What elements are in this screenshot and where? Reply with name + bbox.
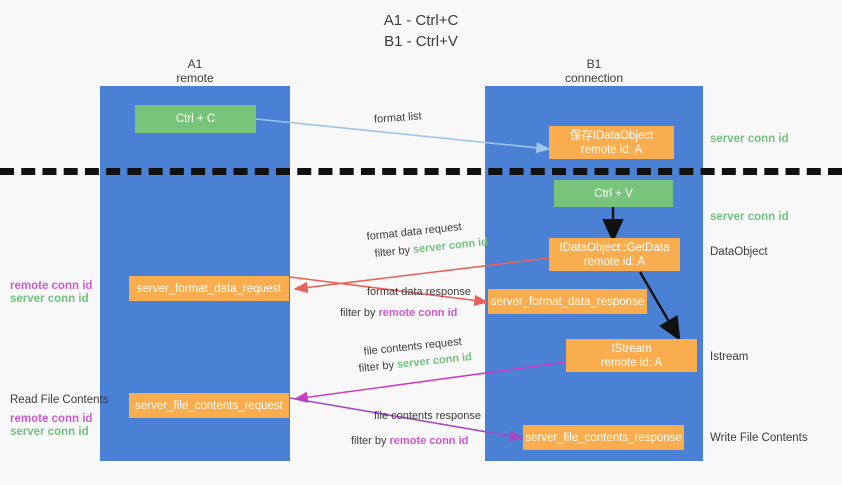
filter-prefix: filter by — [340, 307, 379, 319]
node-ctrl-v[interactable]: Ctrl + V — [554, 180, 673, 207]
node-istream-line1: IStream — [611, 342, 652, 355]
edge-label-file-contents-response: file contents response — [374, 410, 482, 422]
node-getdata-line1: IDataObject::GetData — [559, 241, 670, 254]
lane-a1-name: A1 — [187, 57, 203, 71]
timeline-divider — [0, 168, 842, 175]
node-getdata-line2: remote id: A — [583, 255, 646, 268]
page-title: A1 - Ctrl+C B1 - Ctrl+V — [383, 12, 459, 50]
label-server-conn-id-2: server conn id — [10, 426, 89, 438]
lane-b1-sub: connection — [564, 71, 624, 85]
node-idataobject-getdata[interactable]: IDataObject::GetData remote id: A — [549, 238, 680, 271]
label-remote-conn-id-2: remote conn id — [10, 413, 93, 425]
node-server-format-data-request[interactable]: server_format_data_request — [129, 276, 289, 301]
lane-a1-sub: remote — [176, 71, 214, 85]
arrow-format-data-response — [289, 276, 489, 306]
node-ctrl-c-label: Ctrl + C — [175, 113, 216, 125]
label-server-conn-id-top: server conn id — [710, 133, 789, 145]
node-ctrl-v-label: Ctrl + V — [594, 187, 633, 200]
label-remote-conn-id-1: remote conn id — [10, 280, 93, 292]
node-server-format-data-response-label: server_format_data_response — [490, 295, 645, 308]
node-server-file-contents-response[interactable]: server_file_contents_response — [523, 425, 684, 450]
label-dataobject: DataObject — [710, 246, 768, 258]
node-istream-line2: remote id: A — [600, 356, 663, 369]
node-save-idataobject[interactable]: 保存IDataObject remote id: A — [549, 126, 674, 159]
filter-value-remote-conn-id: remote conn id — [389, 435, 469, 447]
node-server-format-data-response[interactable]: server_format_data_response — [488, 289, 647, 314]
node-server-format-data-request-label: server_format_data_request — [136, 282, 282, 295]
filter-value-remote-conn-id: remote conn id — [378, 307, 458, 319]
node-ctrl-c[interactable]: Ctrl + C — [135, 105, 256, 133]
label-read-file-contents: Read File Contents — [10, 394, 109, 406]
node-server-file-contents-request-label: server_file_contents_request — [135, 399, 283, 412]
edge-label-format-data-response: format data response — [367, 286, 471, 298]
edge-label-file-contents-response-filter: filter by remote conn id — [351, 434, 468, 448]
filter-prefix: filter by — [351, 435, 390, 447]
arrow-format-list — [255, 118, 551, 154]
arrow-file-contents-request — [293, 361, 567, 403]
lane-b1-name: B1 — [586, 57, 602, 71]
node-server-file-contents-response-label: server_file_contents_response — [525, 431, 682, 444]
edge-label-format-data-response-filter: filter by remote conn id — [340, 306, 457, 320]
arrow-file-contents-response — [289, 397, 524, 442]
label-istream: Istream — [710, 351, 749, 363]
filter-prefix: filter by — [374, 243, 414, 260]
label-write-file-contents: Write File Contents — [710, 432, 808, 444]
label-server-conn-id-mid: server conn id — [710, 211, 789, 223]
node-istream[interactable]: IStream remote id: A — [566, 339, 697, 372]
arrow-getdata-to-istream — [638, 271, 681, 342]
filter-prefix: filter by — [358, 358, 398, 375]
node-server-file-contents-request[interactable]: server_file_contents_request — [129, 393, 289, 418]
node-save-idataobject-line2: remote id: A — [580, 143, 643, 156]
label-server-conn-id-1: server conn id — [10, 293, 89, 305]
arrow-format-data-request — [293, 257, 550, 294]
node-save-idataobject-line1: 保存IDataObject — [569, 129, 654, 142]
